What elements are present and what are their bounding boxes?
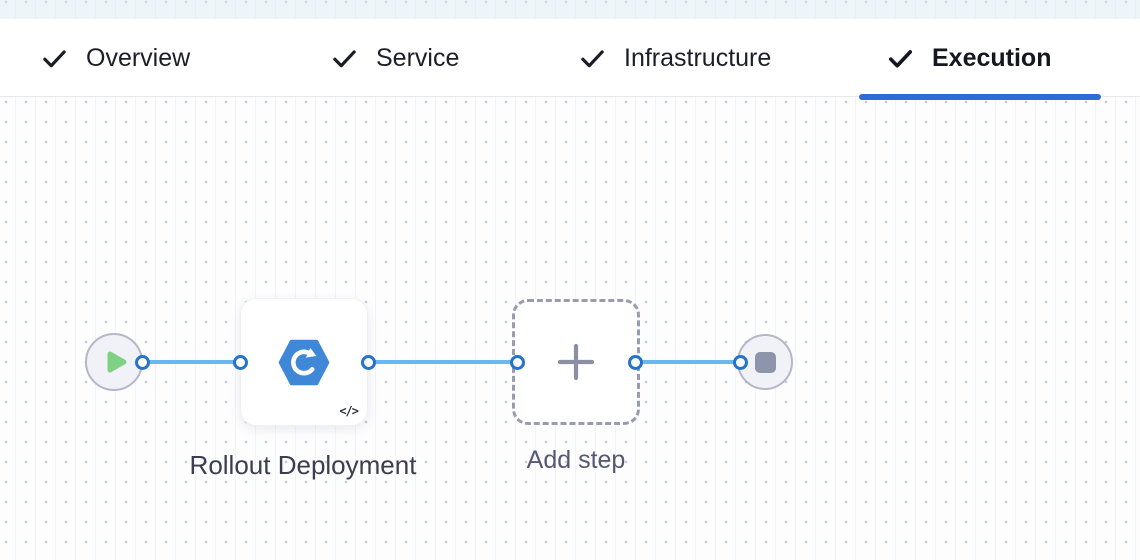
stop-icon — [754, 351, 776, 373]
tab-infrastructure[interactable]: Infrastructure — [578, 19, 771, 97]
add-step-node[interactable] — [512, 299, 640, 425]
code-view-badge: </> — [339, 404, 359, 418]
tab-label: Overview — [86, 43, 191, 72]
tab-label: Execution — [932, 43, 1052, 72]
stage-tab-bar: Overview Service Infrastructure Executio… — [0, 19, 1140, 100]
connector-port[interactable] — [628, 355, 643, 370]
check-icon — [578, 44, 607, 73]
check-icon — [330, 44, 359, 73]
connector-port[interactable] — [135, 355, 150, 370]
connector-port[interactable] — [361, 355, 376, 370]
tab-service[interactable]: Service — [330, 19, 459, 97]
connector-port[interactable] — [233, 355, 248, 370]
step-node-rollout-deployment[interactable]: </> — [240, 298, 368, 426]
rollout-deployment-icon — [278, 339, 330, 385]
canvas-top-strip — [0, 0, 1140, 19]
tab-label: Infrastructure — [624, 43, 772, 72]
pipeline-start-node[interactable] — [85, 333, 143, 391]
check-icon — [886, 44, 915, 73]
connector-port[interactable] — [733, 355, 748, 370]
connector-line — [635, 360, 740, 364]
add-step-label: Add step — [526, 446, 626, 474]
plus-icon — [557, 343, 595, 381]
tab-execution[interactable]: Execution — [886, 19, 1051, 97]
connector-line — [142, 360, 240, 364]
step-label-rollout-deployment: Rollout Deployment — [189, 450, 417, 480]
play-icon — [107, 351, 127, 373]
connector-line — [368, 360, 517, 364]
tab-label: Service — [376, 43, 460, 72]
tab-overview[interactable]: Overview — [40, 19, 190, 97]
check-icon — [40, 44, 69, 73]
connector-port[interactable] — [510, 355, 525, 370]
active-tab-underline — [859, 94, 1101, 100]
